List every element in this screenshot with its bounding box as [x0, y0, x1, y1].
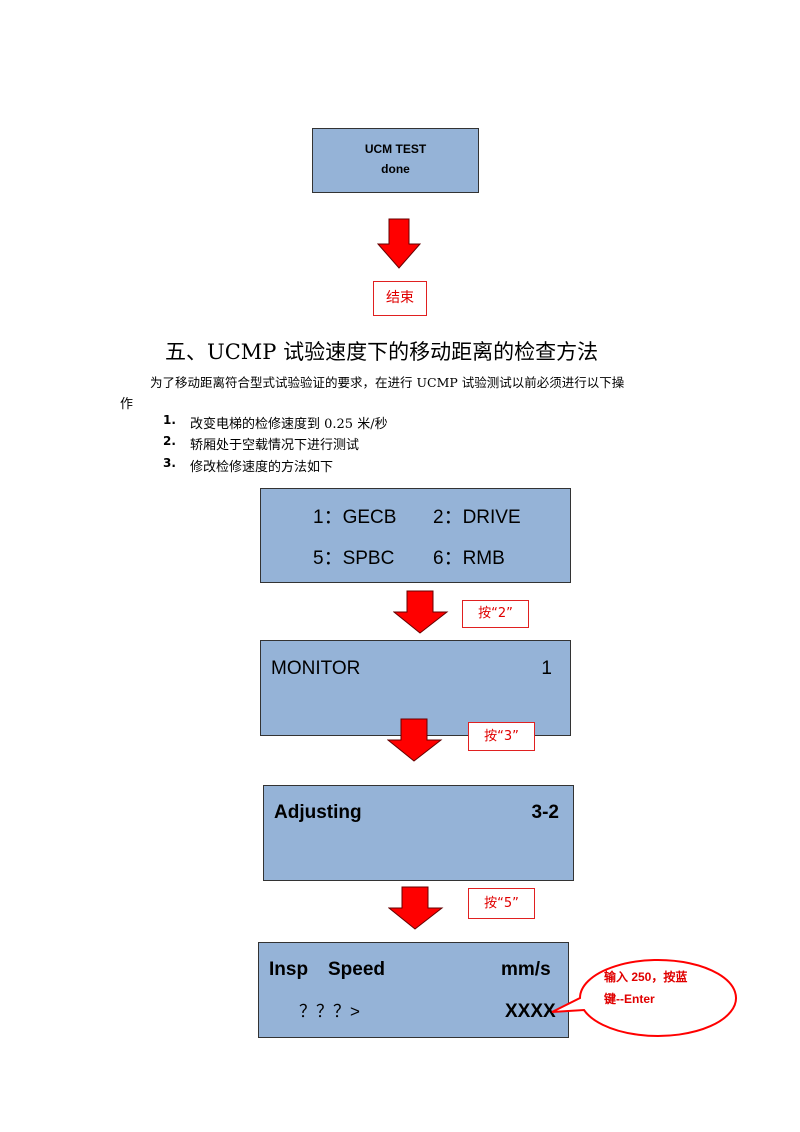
callout-bubble — [551, 958, 737, 1037]
paragraph-line1: 为了移动距离符合型式试验验证的要求，在进行 UCMP 试验测试以前必须进行以下操 — [150, 375, 625, 390]
screen-main-menu: 1：GECB 2：DRIVE 5：SPBC 6：RMB — [260, 488, 571, 583]
adjusting-title: Adjusting — [274, 802, 362, 823]
ucm-test-line2: done — [381, 162, 410, 176]
menu-item-spbc: 5：SPBC — [313, 548, 395, 569]
down-arrow-icon — [393, 590, 449, 634]
menu-item-rmb: 6：RMB — [433, 548, 505, 569]
step-number: 2. — [163, 434, 176, 448]
end-label: 结束 — [373, 281, 427, 316]
screen-insp-speed: Insp Speed mm/s ？？？> XXXX — [258, 942, 569, 1038]
speed-value: XXXX — [505, 1001, 556, 1022]
section-heading: 五、UCMP 试验速度下的移动距离的检查方法 — [165, 340, 599, 364]
step-text: 改变电梯的检修速度到 0.25 米/秒 — [190, 417, 388, 432]
step-number: 3. — [163, 456, 176, 470]
press-2-label: 按“2” — [462, 600, 529, 628]
menu-item-drive: 2：DRIVE — [433, 507, 521, 528]
callout-line1: 输入 250，按蓝 — [604, 970, 688, 984]
screen-adjusting: Adjusting 3-2 — [263, 785, 574, 881]
step-text: 轿厢处于空载情况下进行测试 — [190, 438, 360, 453]
monitor-value: 1 — [541, 658, 552, 679]
paragraph-line2: 作 — [120, 397, 134, 412]
ucm-test-line1: UCM TEST — [364, 142, 427, 156]
press-5-label: 按“5” — [468, 888, 535, 919]
menu-item-gecb: 1：GECB — [313, 507, 397, 528]
step-text: 修改检修速度的方法如下 — [190, 460, 334, 475]
monitor-title: MONITOR — [271, 658, 361, 679]
adjusting-value: 3-2 — [531, 802, 559, 823]
down-arrow-icon — [377, 218, 421, 269]
callout-line2: 键--Enter — [604, 992, 655, 1006]
input-prompt: ？？？> — [299, 1002, 360, 1021]
insp-label: Insp — [269, 959, 309, 980]
speed-label: Speed — [328, 959, 386, 980]
press-3-label: 按“3” — [468, 722, 535, 751]
down-arrow-icon — [388, 886, 444, 930]
unit-label: mm/s — [501, 959, 551, 980]
ucm-test-box: UCM TEST done — [312, 128, 479, 193]
step-number: 1. — [163, 413, 176, 427]
down-arrow-icon — [387, 718, 443, 762]
